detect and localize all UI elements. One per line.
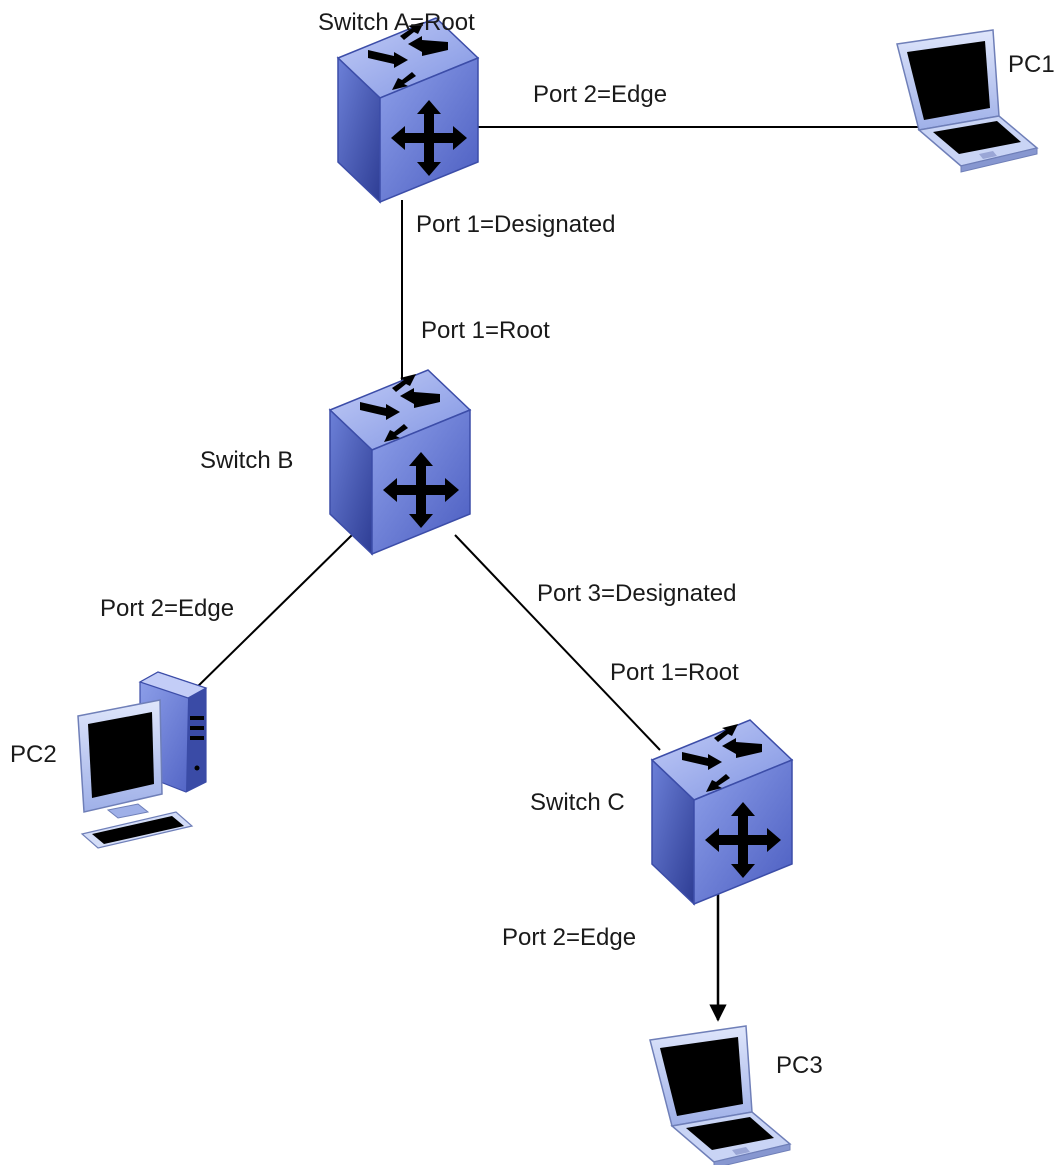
switch-a-label: Switch A=Root: [318, 9, 475, 36]
pc1-label: PC1: [1008, 51, 1055, 78]
switch-b-label: Switch B: [200, 447, 293, 474]
port-label-b-root: Port 1=Root: [421, 317, 550, 344]
switch-a-icon: [337, 17, 479, 203]
link-switch-b-pc2: [189, 534, 353, 695]
switch-c-label: Switch C: [530, 789, 625, 816]
switch-c-icon: [651, 719, 793, 905]
pc2-label: PC2: [10, 741, 57, 768]
port-label-a-designated: Port 1=Designated: [416, 211, 615, 238]
pc2-desktop-computer-icon: [77, 671, 207, 849]
link-switch-b-switch-c: [454, 534, 661, 751]
port-label-c-root: Port 1=Root: [610, 659, 739, 686]
port-label-a-pc1: Port 2=Edge: [533, 81, 667, 108]
port-label-b-pc2: Port 2=Edge: [100, 595, 234, 622]
pc3-label: PC3: [776, 1052, 823, 1079]
links: [189, 126, 920, 1022]
port-label-b-designated: Port 3=Designated: [537, 580, 736, 607]
port-label-c-pc3: Port 2=Edge: [502, 924, 636, 951]
switch-b-icon: [329, 369, 471, 555]
pc3-laptop-icon: [649, 1025, 791, 1165]
